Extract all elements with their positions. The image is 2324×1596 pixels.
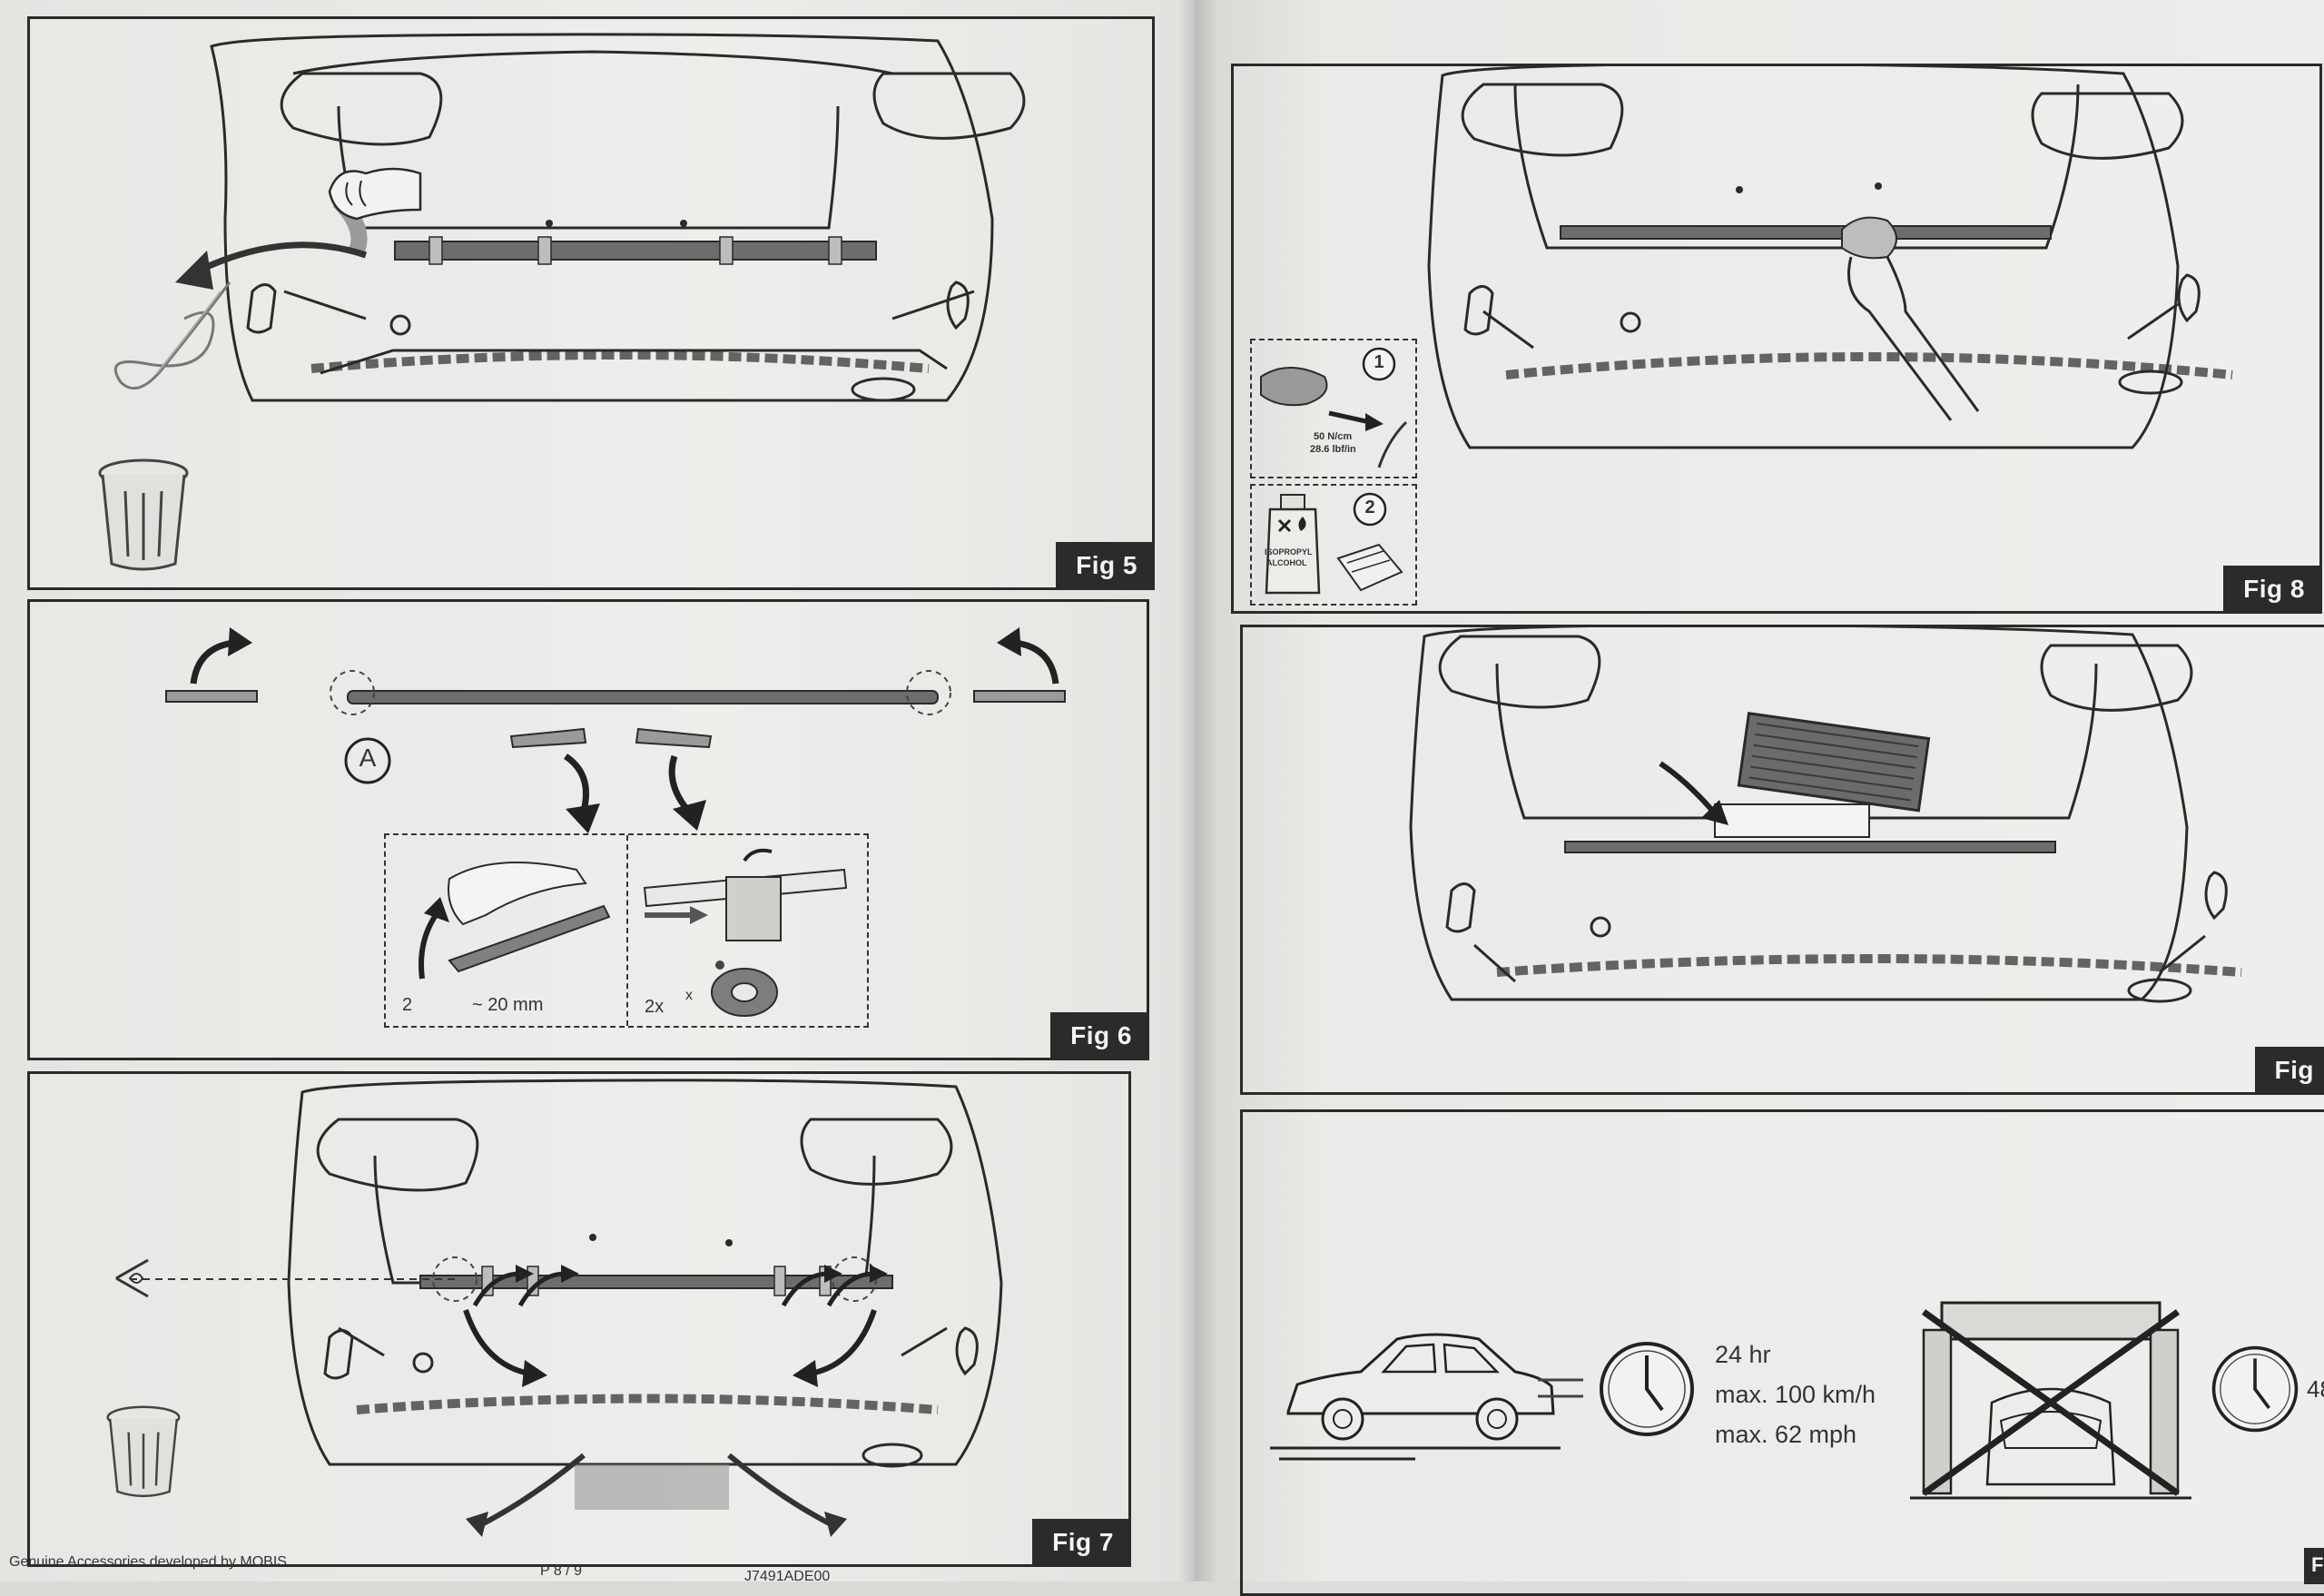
- footer-brand: Genuine Accessories developed by MOBIS: [9, 1554, 287, 1571]
- marker-a-label: A: [343, 744, 392, 773]
- fig9-label: Fig: [2255, 1047, 2324, 1092]
- footer-doc-code: J7491ADE00: [744, 1569, 830, 1585]
- curing-panel: 24 hr max. 100 km/h max. 62 mph 48 F: [1240, 1109, 2324, 1596]
- bottle-line2: ALCOHOL: [1266, 558, 1307, 567]
- page-gutter: [1178, 0, 1215, 1581]
- trash-can-icon: [94, 455, 193, 573]
- removed-tape-icon: [94, 264, 257, 419]
- fig8-label: Fig 8: [2223, 566, 2319, 611]
- fig6-detail-box: 2 ~ 20 mm 2x x: [384, 833, 869, 1028]
- fig6-label: Fig 6: [1050, 1012, 1147, 1058]
- arrow-icon: [448, 1446, 593, 1546]
- arrow-icon: [992, 620, 1074, 693]
- wash-time: 48: [2307, 1375, 2324, 1404]
- quantity-label: 2x: [645, 997, 664, 1018]
- cloth-icon: [1334, 540, 1406, 595]
- trash-can-icon: [103, 1401, 184, 1501]
- fig9-panel: Fig: [1240, 625, 2324, 1095]
- step1-badge: 1: [1361, 352, 1397, 373]
- corner-mark-box: F: [2304, 1548, 2324, 1584]
- arrow-icon: [175, 620, 257, 693]
- fig7-panel: Fig 7: [27, 1071, 1131, 1567]
- fig9-car-rear-illustration: [1243, 627, 2324, 1092]
- corner-mark: F: [2311, 1553, 2323, 1577]
- arrow-icon: [457, 1301, 556, 1392]
- steps-count-label: 2: [402, 995, 412, 1016]
- fig5-label: Fig 5: [1056, 542, 1152, 587]
- fig8-panel: 1 50 N/cm 28.6 lbf/in ISOPROPYL ALCOHOL …: [1231, 64, 2322, 614]
- drive-time: 24 hr: [1715, 1341, 1771, 1369]
- step2-badge: 2: [1352, 498, 1388, 518]
- eye-icon: [112, 1256, 157, 1301]
- car-icon: [1270, 1312, 1579, 1466]
- fig6-panel: A 2 ~ 20 mm 2x x: [27, 599, 1149, 1060]
- speed-kmh: max. 100 km/h: [1715, 1381, 1876, 1409]
- motion-lines: [1533, 1371, 1588, 1407]
- car-wash-icon: [1905, 1294, 2196, 1512]
- fig7-label: Fig 7: [1032, 1519, 1128, 1564]
- clock-icon: [2210, 1344, 2300, 1434]
- arrow-icon: [720, 1446, 865, 1546]
- fig8-step1-box: 1 50 N/cm 28.6 lbf/in: [1250, 339, 1417, 478]
- tape-fold-illustration: [635, 842, 858, 961]
- right-page: 1 50 N/cm 28.6 lbf/in ISOPROPYL ALCOHOL …: [1195, 0, 2324, 1581]
- fig8-step2-box: ISOPROPYL ALCOHOL 2: [1250, 484, 1417, 606]
- arrow-icon: [538, 747, 620, 838]
- arrow-icon: [783, 1301, 883, 1392]
- clock-icon: [1597, 1339, 1697, 1439]
- tape-roll-icon: [704, 958, 785, 1021]
- footer-page-number: P 8 / 9: [540, 1563, 582, 1580]
- bottle-line1: ISOPROPYL: [1265, 547, 1313, 557]
- hand-cloth-icon: [1824, 212, 1987, 429]
- distance-label: ~ 20 mm: [472, 995, 543, 1016]
- tape-peel-illustration: [395, 842, 617, 988]
- left-page: Fig 5: [0, 0, 1195, 1581]
- times-label: x: [685, 988, 693, 1004]
- arrow-icon: [647, 747, 729, 838]
- torque-line2: 28.6 lbf/in: [1310, 444, 1356, 455]
- torque-line1: 50 N/cm: [1314, 431, 1352, 442]
- alcohol-bottle-icon: [1261, 493, 1324, 597]
- speed-mph: max. 62 mph: [1715, 1421, 1856, 1449]
- fig5-panel: Fig 5: [27, 16, 1155, 590]
